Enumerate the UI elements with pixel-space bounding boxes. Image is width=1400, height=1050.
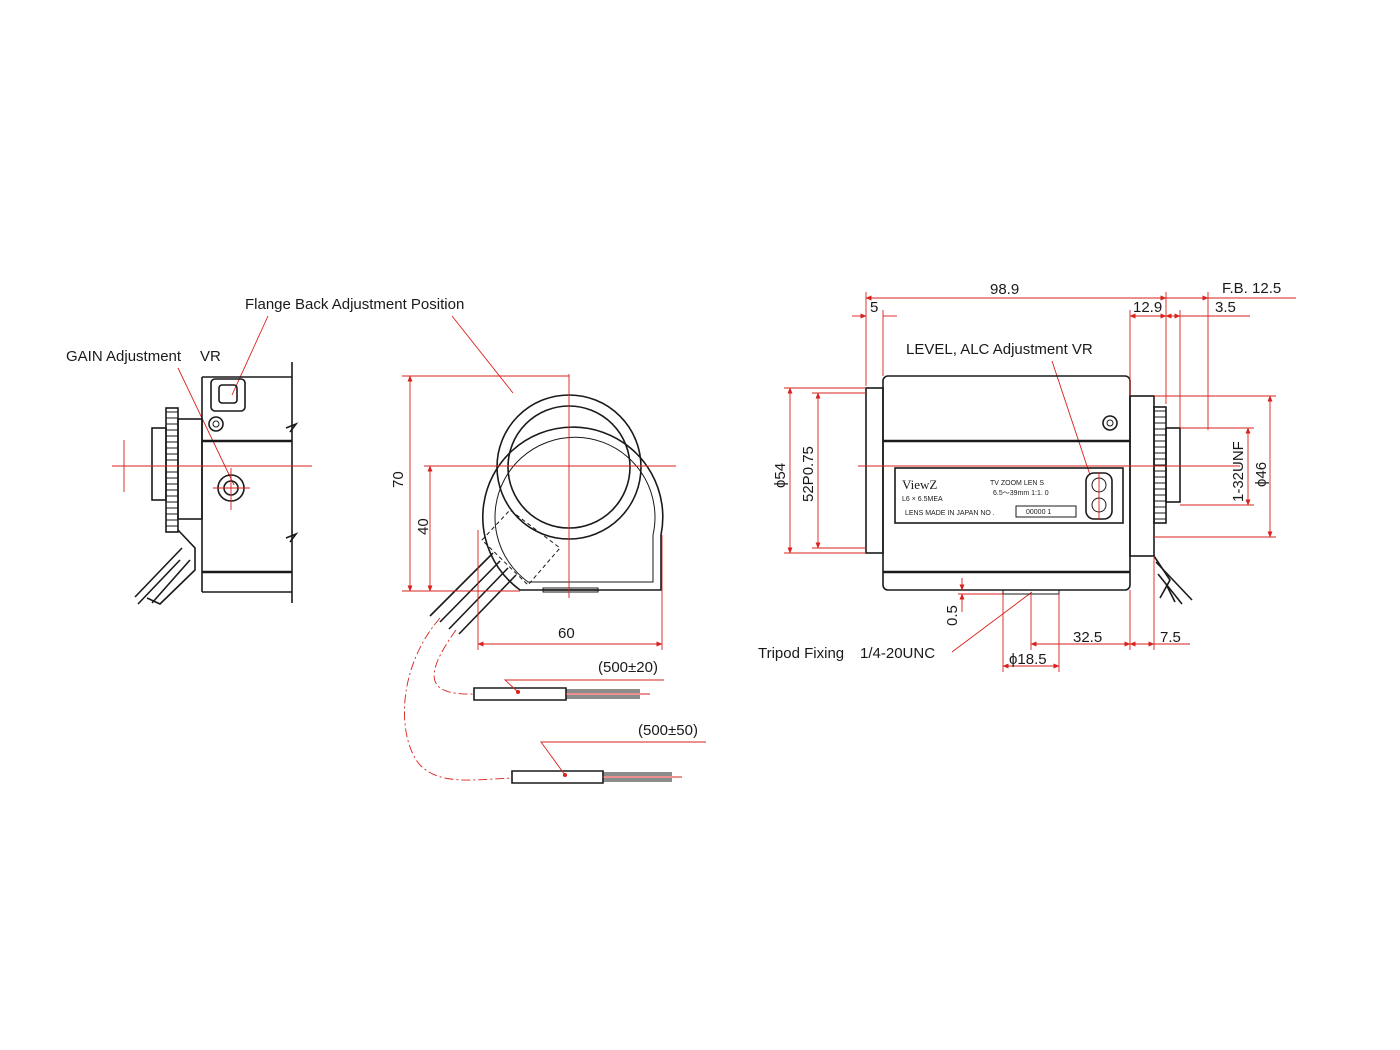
dim-40: 40 bbox=[415, 518, 432, 535]
nameplate-type: TV ZOOM LEN S bbox=[990, 480, 1044, 487]
level-alc-label: LEVEL, ALC Adjustment VR bbox=[906, 341, 1093, 358]
flange-leader-left bbox=[231, 315, 269, 396]
dim-70: 70 bbox=[390, 471, 407, 488]
cable-long-length: (500±50) bbox=[638, 722, 698, 739]
dim-0-5: 0.5 bbox=[944, 605, 961, 626]
dim-phi18-5: ϕ18.5 bbox=[1009, 651, 1047, 668]
cable-short-length: (500±20) bbox=[598, 659, 658, 676]
level-alc-leader bbox=[1051, 360, 1091, 476]
flange-leader-front bbox=[451, 315, 514, 394]
front-housing-outline bbox=[482, 426, 664, 591]
nameplate-serial: 00000 1 bbox=[1026, 509, 1051, 516]
gain-leader-line bbox=[177, 367, 235, 486]
dim-60: 60 bbox=[558, 625, 575, 642]
dim-fb: F.B. 12.5 bbox=[1222, 280, 1281, 297]
flange-back-label: Flange Back Adjustment Position bbox=[245, 296, 464, 313]
dim-1-32unf: 1-32UNF bbox=[1230, 441, 1247, 502]
dim-12-9: 12.9 bbox=[1133, 299, 1162, 316]
dim-52p075: 52P0.75 bbox=[800, 446, 817, 502]
gain-vr-label: VR bbox=[200, 348, 221, 365]
tripod-thread-label: 1/4-20UNC bbox=[860, 645, 935, 662]
dim-98-9: 98.9 bbox=[990, 281, 1019, 298]
dim-phi46: ϕ46 bbox=[1253, 462, 1270, 487]
dim-7-5: 7.5 bbox=[1160, 629, 1181, 646]
left-view bbox=[112, 315, 312, 605]
dim-phi54: ϕ54 bbox=[772, 463, 789, 488]
dim-3-5: 3.5 bbox=[1215, 299, 1236, 316]
nameplate-spec: 6.5～39mm 1:1. 0 bbox=[993, 490, 1049, 497]
right-view: ViewZ L6 × 6.5MEA TV ZOOM LEN S 6.5～39mm… bbox=[784, 292, 1296, 672]
front-view bbox=[402, 315, 706, 784]
dim-5: 5 bbox=[870, 299, 878, 316]
nameplate-brand: ViewZ bbox=[902, 477, 937, 492]
tripod-label: Tripod Fixing bbox=[758, 645, 844, 662]
nameplate-origin: LENS MADE IN JAPAN NO . bbox=[905, 510, 995, 517]
gain-label: GAIN Adjustment bbox=[66, 348, 182, 365]
nameplate-model: L6 × 6.5MEA bbox=[902, 496, 943, 503]
tripod-leader bbox=[951, 591, 1033, 653]
nameplate bbox=[894, 467, 1124, 524]
dim-32-5: 32.5 bbox=[1073, 629, 1102, 646]
